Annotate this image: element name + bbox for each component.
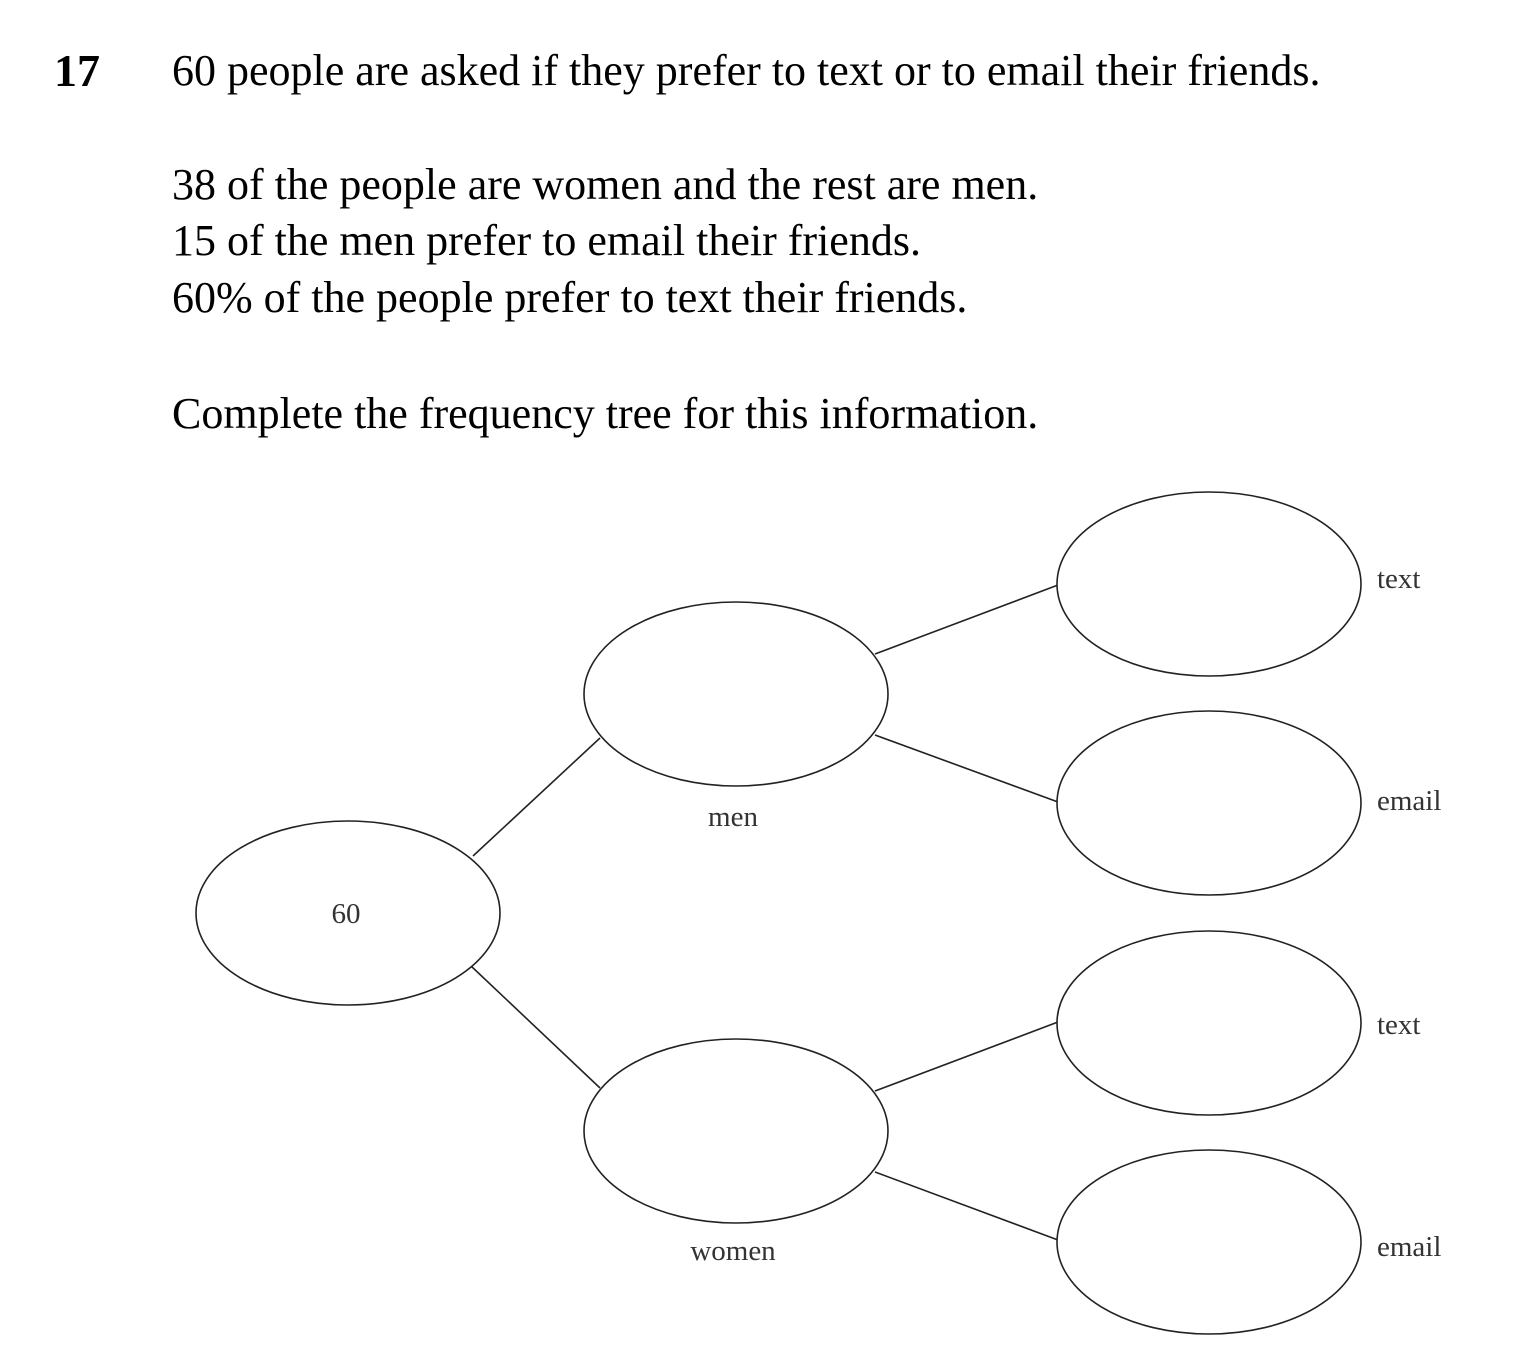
women-text-node[interactable] [1056, 930, 1362, 1116]
root-value: 60 [332, 898, 361, 930]
men-email-node[interactable] [1056, 710, 1362, 896]
branch-women-to-text [874, 1021, 1059, 1092]
question-text-percent-fact: 60% of the people prefer to text their f… [172, 273, 968, 322]
question-intro-text: 60 people are asked if they prefer to te… [172, 46, 1321, 95]
question-number: 17 [54, 45, 100, 96]
root-node [195, 820, 501, 1006]
men-label: men [708, 801, 758, 833]
women-label: women [690, 1235, 776, 1267]
men-text-label: text [1377, 563, 1421, 595]
branch-root-to-women [470, 965, 601, 1089]
branch-women-to-email [874, 1171, 1059, 1241]
branch-men-to-text [874, 584, 1059, 655]
women-email-node[interactable] [1056, 1149, 1362, 1335]
women-text-label: text [1377, 1009, 1421, 1041]
men-node[interactable] [583, 601, 889, 787]
question-women-fact: 38 of the people are women and the rest … [172, 160, 1039, 209]
men-text-node[interactable] [1056, 491, 1362, 677]
question-men-email-fact: 15 of the men prefer to email their frie… [172, 216, 921, 265]
question-instruction: Complete the frequency tree for this inf… [172, 389, 1039, 438]
women-node[interactable] [583, 1038, 889, 1224]
women-email-label: email [1377, 1231, 1441, 1263]
men-email-label: email [1377, 785, 1441, 817]
branch-men-to-email [874, 734, 1059, 803]
branch-root-to-men [472, 737, 601, 857]
